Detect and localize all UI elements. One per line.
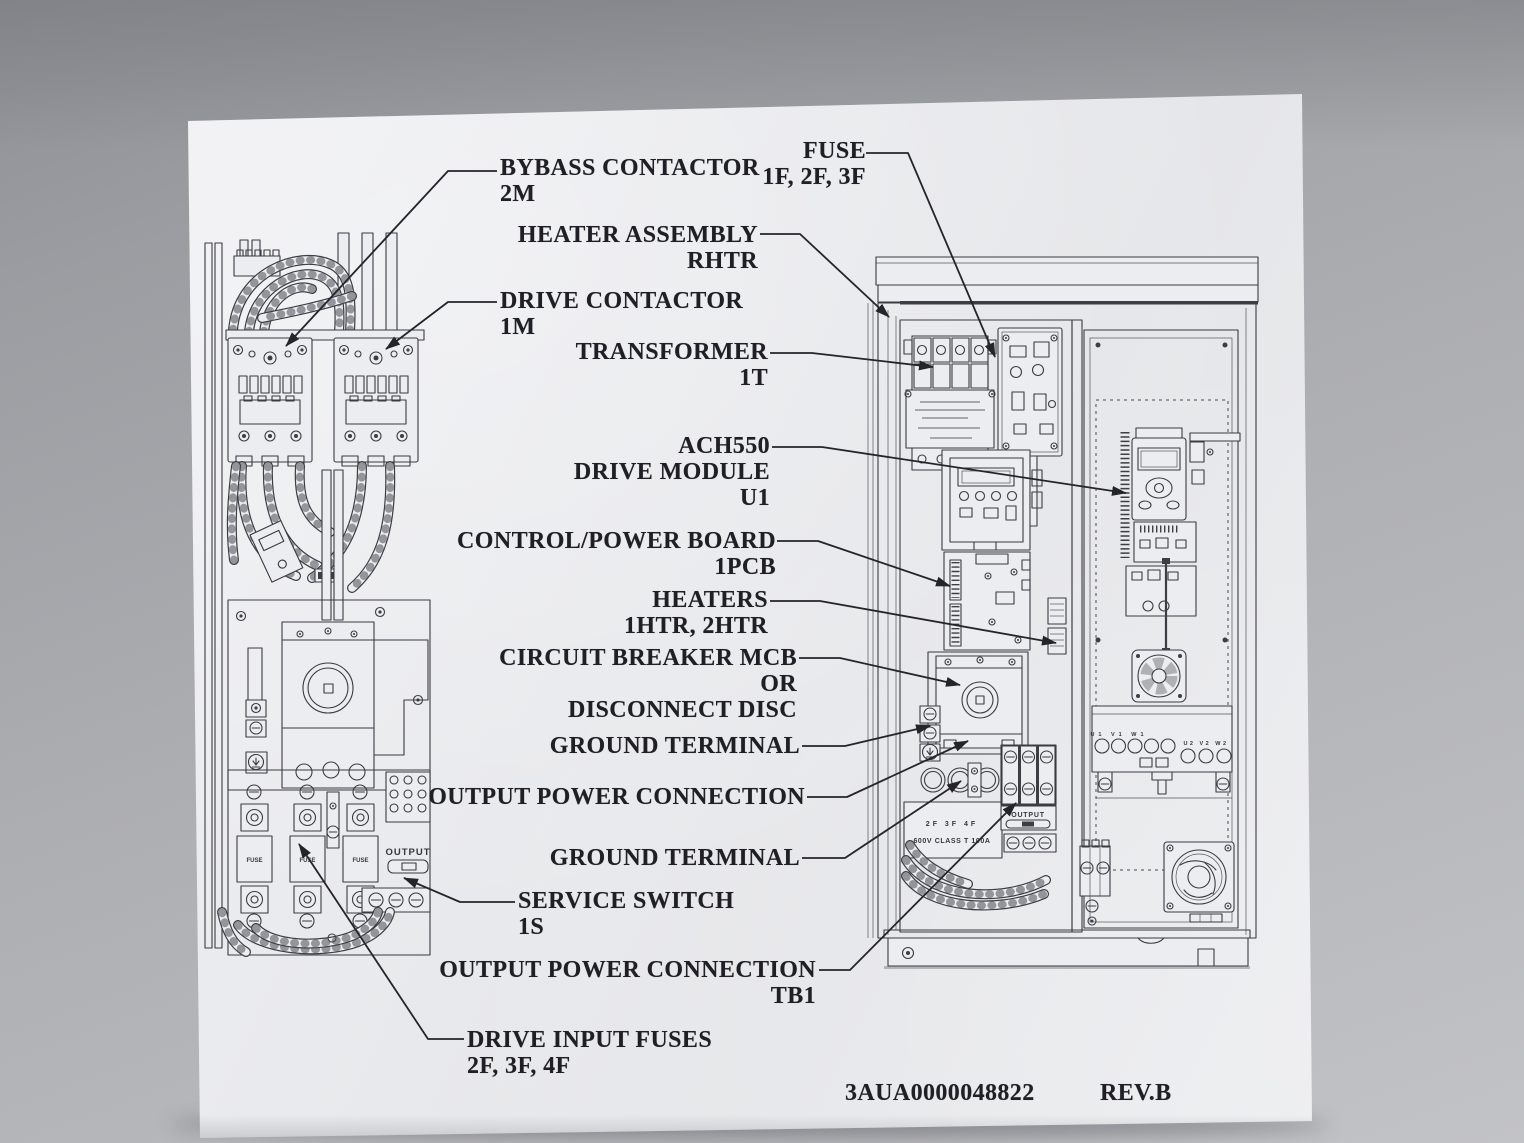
- callout-line: CONTROL/POWER BOARD: [457, 528, 776, 554]
- callout-leader-lines: [285, 152, 1127, 1040]
- leader-heaters: [770, 600, 1057, 646]
- callout-line: ACH550: [678, 433, 770, 459]
- small-breaker-drawing: [1079, 839, 1111, 926]
- leader-heater-assembly: [760, 233, 890, 318]
- output-plate-text-left: OUTPUT: [385, 847, 430, 858]
- callout-line: 1S: [518, 914, 545, 940]
- callout-line: U1: [739, 485, 770, 511]
- callout-line: BYBASS CONTACTOR: [500, 155, 760, 181]
- cabinet-fan-drawing: [1163, 841, 1235, 923]
- callout-line: GROUND TERMINAL: [549, 733, 800, 759]
- leader-control-power-board: [777, 540, 951, 587]
- callout-ground-terminal-lower: GROUND TERMINAL: [550, 845, 800, 871]
- control-power-board-drawing: [943, 551, 1031, 651]
- callout-ground-terminal-upper: GROUND TERMINAL: [550, 733, 800, 759]
- leader-output-tb1: [819, 802, 1017, 971]
- callout-heaters: HEATERS 1HTR, 2HTR: [624, 587, 768, 639]
- callout-drive-contactor: DRIVE CONTACTOR 1M: [500, 288, 743, 340]
- bypass-contactor-drawing: [228, 338, 312, 466]
- callout-line: RHTR: [687, 248, 758, 274]
- left-panel-drawing: OUTPUT: [204, 232, 431, 955]
- callout-fuse: FUSE 1F, 2F, 3F: [762, 138, 866, 190]
- callout-heater-assembly: HEATER ASSEMBLY RHTR: [518, 222, 758, 274]
- leader-transformer: [770, 352, 934, 371]
- callout-line: DRIVE INPUT FUSES: [467, 1027, 713, 1053]
- callout-line: CIRCUIT BREAKER MCB: [499, 645, 797, 671]
- document-number: 3AUA0000048822: [845, 1080, 1035, 1106]
- callout-control-power-board: CONTROL/POWER BOARD 1PCB: [457, 528, 776, 580]
- leader-drive-contactor: [385, 301, 497, 350]
- fuse-rating-plate: 2F 3F 4F 600V CLASS T 100A: [903, 801, 1003, 859]
- callout-line: DRIVE CONTACTOR: [500, 288, 744, 314]
- drive-contactor-drawing: [334, 338, 418, 466]
- leader-output-power-upper: [807, 740, 969, 798]
- callout-line: HEATERS: [652, 587, 768, 613]
- callout-line: 2M: [500, 181, 536, 207]
- leader-bypass-contactor: [285, 170, 497, 347]
- callout-transformer: TRANSFORMER 1T: [576, 339, 768, 391]
- panel-heaters-drawing: [1047, 597, 1067, 655]
- leader-ach550: [772, 446, 1127, 496]
- connector-box: [249, 520, 304, 583]
- fuse-rating-row1-text: 2F 3F 4F: [926, 821, 978, 828]
- callout-line: DRIVE MODULE: [573, 459, 770, 485]
- drive-fan-drawing: [1131, 649, 1187, 703]
- leader-ground-terminal-upper: [802, 724, 931, 747]
- input-terminals-text: U1 V1 W1: [1090, 732, 1147, 738]
- callout-output-tb1: OUTPUT POWER CONNECTION TB1: [439, 957, 816, 1009]
- ach550-drive-module-drawing: U1 V1 W1 U2 V2 W2: [1090, 427, 1241, 799]
- callout-line: FUSE: [803, 138, 866, 164]
- leader-circuit-breaker: [799, 657, 961, 687]
- callout-line: TB1: [770, 983, 816, 1009]
- callout-line: OUTPUT POWER CONNECTION: [439, 957, 816, 983]
- output-power-bushings: [920, 762, 1000, 798]
- callout-line: DISCONNECT DISC: [568, 697, 797, 723]
- leader-fuse: [866, 152, 996, 358]
- leader-service-switch: [403, 877, 515, 903]
- callout-ach550: ACH550 DRIVE MODULE U1: [574, 433, 770, 511]
- bypass-keypad-unit: [941, 449, 1043, 551]
- callout-bypass-contactor: BYBASS CONTACTOR 2M: [500, 155, 760, 207]
- output-plate-text-right: OUTPUT: [1011, 812, 1045, 819]
- power-terminal-panel: U1 V1 W1 U2 V2 W2: [1090, 705, 1233, 773]
- callout-line: OUTPUT POWER CONNECTION: [428, 784, 805, 810]
- leader-drive-input-fuses: [298, 843, 464, 1040]
- callout-line: 1T: [739, 365, 768, 391]
- leader-ground-terminal-lower: [802, 780, 962, 859]
- heater-assembly-board: [997, 327, 1063, 457]
- cabinet-plinth: [883, 929, 1251, 969]
- service-switch-drawing: OUTPUT: [385, 771, 431, 874]
- callout-line: 1M: [500, 314, 536, 340]
- cabinet-drawing: 2F 3F 4F 600V CLASS T 100A OUTPUT: [867, 256, 1259, 969]
- callout-line: 1HTR, 2HTR: [623, 613, 768, 639]
- callout-service-switch: SERVICE SWITCH 1S: [518, 888, 734, 940]
- ground-terminal-upper-drawing: [919, 705, 941, 762]
- tb1-terminal-block: OUTPUT: [1000, 744, 1057, 853]
- callout-line: HEATER ASSEMBLY: [517, 222, 758, 248]
- callout-output-power-upper: OUTPUT POWER CONNECTION: [428, 784, 805, 810]
- callout-line: TRANSFORMER: [575, 339, 768, 365]
- callout-line: 1F, 2F, 3F: [762, 164, 866, 190]
- callout-circuit-breaker: CIRCUIT BREAKER MCB OR DISCONNECT DISC: [499, 645, 797, 723]
- callout-line: SERVICE SWITCH: [518, 888, 735, 914]
- callout-line: 1PCB: [714, 554, 776, 580]
- wiring-harness-middle: [232, 466, 390, 588]
- callout-line: OR: [760, 671, 797, 697]
- left-breaker-drawing: [281, 621, 375, 789]
- callout-line: 2F, 3F, 4F: [467, 1053, 571, 1079]
- fuse-rating-row2-text: 600V CLASS T 100A: [913, 838, 990, 845]
- revision-label: REV.B: [1100, 1080, 1172, 1106]
- callout-line: GROUND TERMINAL: [549, 845, 800, 871]
- callout-drive-input-fuses: DRIVE INPUT FUSES 2F, 3F, 4F: [467, 1027, 712, 1079]
- mcb-breaker-drawing: [927, 651, 1029, 755]
- output-terminals-text: U2 V2 W2: [1183, 741, 1228, 747]
